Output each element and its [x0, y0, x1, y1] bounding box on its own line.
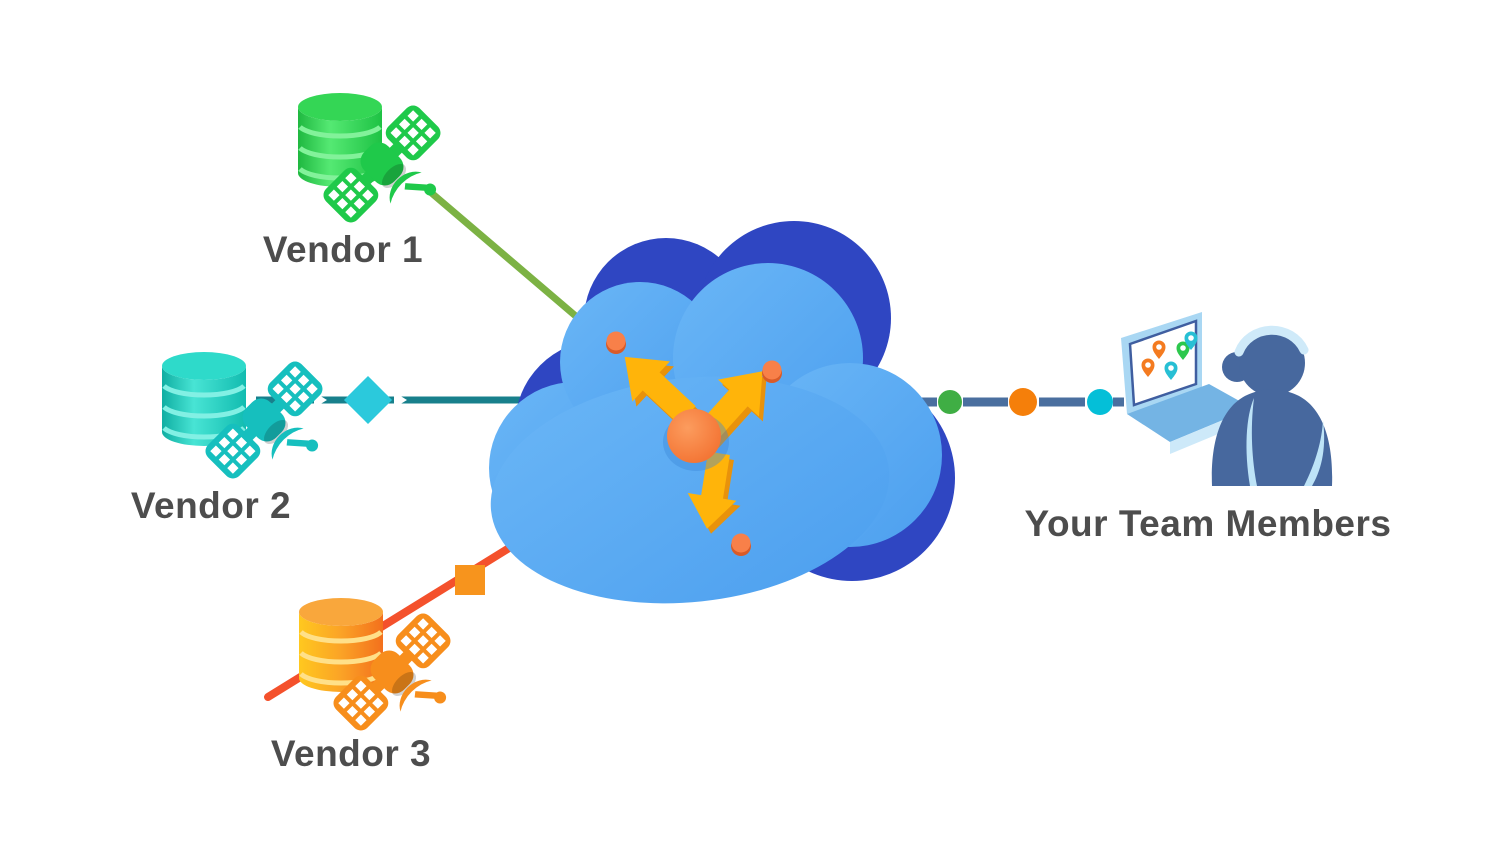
- headset-band: [1234, 325, 1309, 357]
- team-label: Your Team Members: [1024, 503, 1392, 544]
- vendor2-label: Vendor 2: [130, 485, 292, 526]
- database-icon: [298, 93, 382, 187]
- vendor3-square-marker: [455, 565, 485, 595]
- person-head: [1239, 330, 1305, 396]
- vendor3-node: [299, 598, 480, 760]
- vendor1-link-line: [424, 186, 582, 322]
- team-link: [905, 388, 1124, 416]
- vendor3-label: Vendor 3: [270, 733, 432, 774]
- vendor1-node: [298, 93, 470, 252]
- person-body-highlight: [1304, 420, 1325, 486]
- cloud-dot: [762, 360, 782, 383]
- laptop-base: [1127, 384, 1252, 442]
- person-body: [1211, 389, 1333, 486]
- database-icon: [299, 598, 383, 692]
- cloud-endpoint-dots: [606, 331, 782, 556]
- distribution-arrows-icon: [605, 331, 788, 556]
- vendor2-node: [162, 352, 352, 508]
- vendor2-link-chevron-gap2: [394, 392, 407, 408]
- laptop-screen: [1128, 319, 1198, 407]
- vendor1-label: Vendor 1: [262, 229, 424, 270]
- hub-node-icon: [667, 409, 721, 463]
- vendor2-diamond-marker: [343, 375, 393, 425]
- data-packet-dot-cyan: [1087, 389, 1113, 415]
- person-headset-icon: [1211, 325, 1333, 486]
- cloud-dot: [731, 533, 751, 556]
- person-body-highlight: [1246, 398, 1257, 486]
- data-packet-dot-green: [938, 390, 962, 414]
- cloud-dot: [606, 331, 626, 354]
- data-packet-dot-orange: [1009, 388, 1037, 416]
- team-node: [1121, 312, 1333, 486]
